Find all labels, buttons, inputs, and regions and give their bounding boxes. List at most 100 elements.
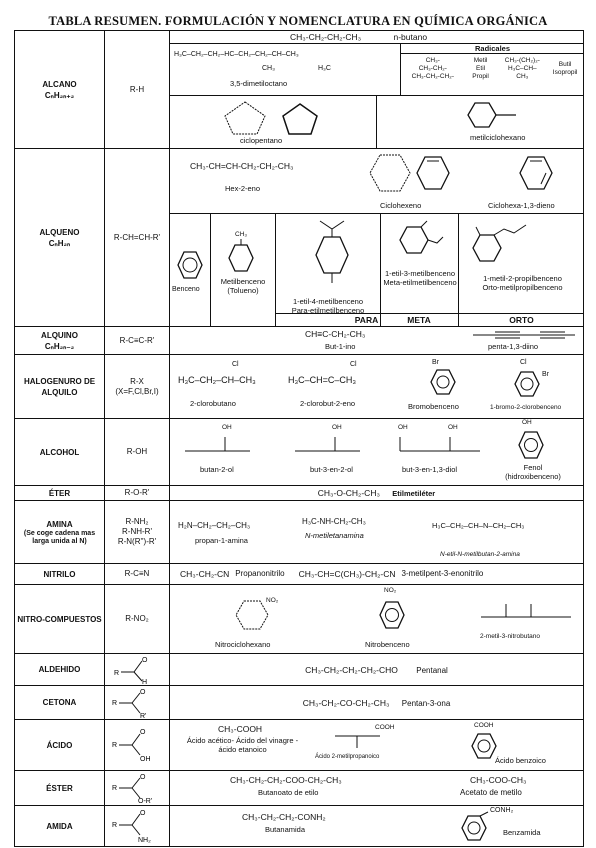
eter-name: Etilmetiléter: [392, 489, 436, 498]
general-formula: R-O-R': [104, 485, 170, 501]
butino-name: But-1-ino: [325, 342, 356, 351]
ciclohexadieno-name: Ciclohexa-1,3-dieno: [488, 201, 555, 210]
methylpropanoic-structure: [335, 735, 380, 748]
group-nitrilo: NITRILO: [14, 563, 105, 585]
general-formula: R-C≡C-R': [104, 326, 170, 355]
nitrociclohexano-name: Nitrociclohexano: [215, 640, 271, 649]
para-ethylmethylbenzene-structure: [315, 220, 349, 283]
hydroxyl-label: OH: [448, 424, 458, 431]
fenol-name: Fenol: [523, 463, 543, 472]
general-formula: R-OH: [104, 418, 170, 486]
radical: H₃C–CH–: [508, 65, 537, 72]
dimetil-chain: H₃C–CH₂–CH₂–HC–CH₂–CH₂–CH–CH₃: [174, 51, 299, 58]
dimetil-branch: CH₃: [262, 65, 275, 72]
hexeno-formula: CH₃-CH=CH-CH₂-CH₂-CH₃: [190, 161, 294, 171]
nitrilo-formula: CH₃-CH₂-CN: [180, 569, 230, 579]
eter-formula: CH₃-O-CH₂-CH₃: [317, 488, 380, 498]
chlorine-label: Cl: [520, 359, 527, 366]
clorobutano-name: 2-clorobutano: [190, 399, 236, 408]
propanamina-name: propan-1-amina: [195, 536, 248, 545]
examples-eter: CH₃-O-CH₂-CH₃ Etilmetiléter: [169, 485, 584, 501]
nh2-label: NH₂: [138, 837, 151, 844]
aldehyde-group-structure: R O H: [114, 657, 148, 685]
group-halogenuro: HALOGENURO DE ALQUILO: [14, 354, 105, 419]
o-label: O: [140, 729, 146, 736]
group-ester: ÉSTER: [14, 770, 105, 806]
group-alcohol: ALCOHOL: [14, 418, 105, 486]
row-nitro: NITRO-COMPUESTOS R-NO₂ NO₂ Nitrociclohex…: [14, 584, 584, 654]
benzoico-name: Ácido benzoico: [495, 756, 546, 765]
radical-name: Etil: [476, 65, 486, 72]
radical: CH₃-CH₂-CH₂-: [411, 73, 454, 80]
oh-label: OH: [140, 756, 151, 763]
group-acido: ÁCIDO: [14, 719, 105, 771]
general-ester: R O O-R': [104, 770, 170, 806]
para-name: Para-etilmetilbenceno: [291, 306, 365, 315]
row-alcohol: ALCOHOL R-OH OH butan-2-ol O: [14, 418, 584, 486]
group-eter: ÉTER: [14, 485, 105, 501]
examples-nitrilo: CH₃-CH₂-CN Propanonitrilo CH₃-CH=C(CH₃)-…: [169, 563, 584, 585]
ester-group-structure: R O O-R': [112, 774, 152, 804]
row-halogenuro: HALOGENURO DE ALQUILO R-X (X=F,Cl,Br,I) …: [14, 354, 584, 419]
radical: CH₃: [516, 73, 529, 80]
cyclopentane-skeletal: [282, 103, 318, 135]
group-alquino: ALQUINO CₙH₂ₙ₋₂: [14, 326, 105, 355]
benzoic-acid-structure: [471, 733, 497, 759]
dimetil-branch: H₃C: [318, 65, 331, 72]
acido-name: Ácido acético- Ácido del vinagre -: [186, 736, 299, 745]
o-label: O: [142, 657, 148, 664]
metilpropanoico-name: Ácido 2-metilpropanoico: [315, 754, 380, 760]
group-name: ALQUENO: [39, 227, 80, 237]
fenol-name: (hidroxibenceno): [505, 472, 561, 481]
row-alquino: ALQUINO CₙH₂ₙ₋₂ R-C≡C-R' CH≡C-CH₂-CH₃ Bu…: [14, 326, 584, 355]
hydroxyl-label: OH: [222, 424, 232, 431]
nitrilo-name: 3-metilpent-3-enonitrilo: [401, 569, 484, 578]
amida-formula: CH₃-CH₂-CH₂-CONH₂: [242, 812, 326, 822]
carboxyl-label: COOH: [474, 722, 494, 729]
benzamide-structure: [461, 811, 489, 841]
general-amina: R-NH₂ R-NH-R' R-N(R'')-R': [104, 500, 170, 564]
but-3-en-2-ol-structure: [295, 437, 360, 452]
group-name: ALQUINO: [41, 330, 78, 340]
aldehido-name: Pentanal: [416, 665, 448, 675]
chlorine-label: Cl: [350, 361, 357, 368]
general-formula: R-CH=CH-R': [104, 148, 170, 327]
amide-group-structure: R O NH₂: [112, 810, 151, 844]
examples-aldehido: CH₃-CH₂-CH₂-CH₂-CHO Pentanal: [169, 653, 584, 686]
nitrilo-formula: CH₃-CH=C(CH₃)-CH₂-CN: [298, 569, 396, 579]
examples-acido: CH₃-COOH Ácido acético- Ácido del vinagr…: [169, 719, 584, 771]
radicales-title: Radicales: [400, 44, 583, 54]
general-acido: R O OH: [104, 719, 170, 771]
general-formula: R-X: [130, 376, 144, 386]
general-aldehido: R O H: [104, 653, 170, 686]
r-label: R: [112, 742, 117, 749]
nitro-label: NO₂: [384, 587, 397, 594]
toluene-structure: [228, 239, 254, 272]
general-halogenuro: R-X (X=F,Cl,Br,I): [104, 354, 170, 419]
cyclopentane-structure: [224, 101, 266, 135]
cyclohexene-structures: [369, 154, 450, 192]
butano-formula: CH₃-CH₂-CH₂-CH₃: [290, 32, 362, 42]
group-alqueno: ALQUENO CₙH₂ₙ: [14, 148, 105, 327]
page-title: TABLA RESUMEN. FORMULACIÓN Y NOMENCLATUR…: [48, 14, 548, 28]
group-aldehido: ALDEHIDO: [14, 653, 105, 686]
acid-group-structure: R O OH: [112, 729, 151, 763]
row-acido: ÁCIDO R O OH CH₃-COOH Ácido acético- Áci…: [14, 719, 584, 771]
butan-2-ol-structure: [185, 437, 250, 452]
examples-alcohol: OH butan-2-ol OH but-3-en-2-ol: [169, 418, 584, 486]
methyl-label: CH₃: [235, 231, 248, 238]
ciclohexeno-name: Ciclohexeno: [380, 201, 422, 210]
group-alcano: ALCANO CₙH₂ₙ₊₂: [14, 30, 105, 149]
general-formula: R-N(R'')-R': [117, 537, 157, 546]
row-nitrilo: NITRILO R-C≡N CH₃-CH₂-CN Propanonitrilo …: [14, 563, 584, 585]
row-alqueno: ALQUENO CₙH₂ₙ R-CH=CH-R' CH₃-CH=CH-CH₂-C…: [14, 148, 584, 327]
group-nitro: NITRO-COMPUESTOS: [14, 584, 105, 654]
meta-name: 1-etil-3-metilbenceno: [384, 269, 456, 278]
ortho-methylpropylbenzene-structure: [472, 224, 527, 262]
benzamida-name: Benzamida: [503, 828, 541, 837]
general-formula: R-H: [104, 30, 170, 149]
butendiol-structure: [399, 437, 480, 452]
r-prime-label: R': [140, 713, 146, 719]
butendiol-name: but-3-en-1,3-diol: [402, 465, 458, 474]
bromoclorobenceno-name: 1-bromo-2-clorobenceno: [490, 404, 562, 411]
